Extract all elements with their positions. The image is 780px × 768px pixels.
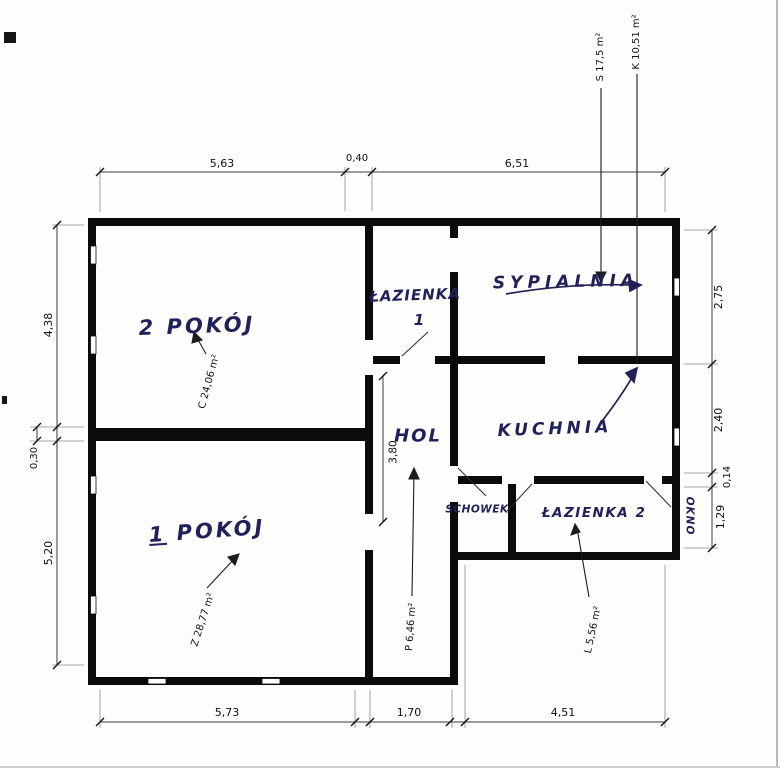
ink-arrows — [505, 278, 643, 426]
room2-number: 2 — [138, 315, 157, 341]
dim-left-upper: 4,38 — [42, 312, 56, 338]
dim-right-4: 1,29 — [714, 504, 728, 530]
dim-left-lower: 5,20 — [42, 540, 56, 566]
wall-mid-a — [373, 356, 400, 364]
window-icon — [147, 678, 167, 685]
arrowhead-icon — [191, 330, 204, 344]
room2-label: 2 POKÓJ — [138, 311, 256, 341]
wall-top — [88, 218, 680, 226]
arrowhead-icon — [227, 553, 240, 567]
dim-top-middle: 0,40 — [345, 152, 369, 164]
scan-artifact — [4, 32, 16, 43]
bath1-number: 1 — [413, 311, 425, 330]
door-swing-kitchen — [457, 467, 487, 497]
dimension-lines — [36, 171, 713, 723]
dim-bottom-right: 4,51 — [550, 706, 576, 720]
window-okno-label: OKNO — [683, 496, 696, 536]
arrowhead-icon — [624, 366, 639, 384]
wall-room-divider — [96, 428, 365, 441]
arrowhead-icon — [408, 466, 420, 480]
arrowhead-icon — [595, 271, 607, 284]
door-swing-lines — [401, 331, 672, 512]
wall-mid-b — [435, 356, 545, 364]
window-icon — [90, 335, 97, 355]
window-icon — [673, 277, 680, 297]
hall-label: HOL — [394, 425, 442, 447]
door-swing-bath1 — [401, 331, 429, 357]
dim-right-2: 2,40 — [712, 407, 726, 433]
dim-right-3: 0,14 — [721, 465, 733, 489]
open-window-leaf — [645, 480, 672, 508]
kitchen-area-note: K 10,51 m² — [630, 14, 642, 70]
dim-left-wall: 0,30 — [28, 446, 40, 470]
closet-label: SCHOWEK — [445, 503, 509, 516]
dim-top-left: 5,63 — [209, 157, 235, 171]
bath2-label: ŁAZIENKA 2 — [541, 504, 647, 521]
window-icon — [261, 678, 281, 685]
door-swing-bath2 — [506, 483, 533, 512]
leader-bath2-area — [576, 527, 590, 598]
wall-closet-bath2 — [508, 484, 516, 552]
scan-edge-bottom — [0, 766, 780, 768]
dim-bottom-left: 5,73 — [214, 706, 240, 720]
wall-kitchen-a — [458, 476, 502, 484]
wall-east-a — [450, 218, 458, 238]
wall-right — [672, 218, 680, 560]
wall-east-c — [450, 502, 458, 552]
annotation-lines — [191, 74, 638, 598]
window-icon — [90, 475, 97, 495]
room1-number: 1 — [147, 521, 168, 548]
arrowhead-icon — [570, 522, 581, 536]
scan-edge-right — [776, 0, 778, 768]
ink-arrow-bedroom — [505, 283, 633, 295]
wall-centre-b — [365, 375, 373, 514]
window-icon — [90, 595, 97, 615]
wall-east-b — [450, 272, 458, 466]
window-notches — [90, 245, 680, 685]
wall-mid-c — [578, 356, 672, 364]
wall-centre-c — [365, 550, 373, 685]
leader-room1-area — [206, 556, 237, 589]
dim-bottom-middle: 1,70 — [396, 706, 422, 720]
extension-lines — [30, 167, 718, 728]
bedroom-label: SYPIALNIA — [492, 270, 640, 294]
wall-rightblock-bottom — [450, 552, 680, 560]
wall-hall-right-lower — [450, 552, 458, 685]
room2-name: POKÓJ — [166, 311, 256, 340]
kitchen-label: KUCHNIA — [497, 417, 613, 442]
arrowhead-icon — [628, 278, 643, 293]
wall-centre-a — [365, 218, 373, 340]
dimension-ticks — [32, 167, 717, 727]
window-icon — [90, 245, 97, 265]
bedroom-area-note: S 17,5 m² — [594, 32, 606, 82]
dim-top-right: 6,51 — [504, 157, 530, 171]
bath1-label: ŁAZIENKA — [368, 284, 462, 306]
dim-right-1: 2,75 — [712, 284, 726, 310]
scan-artifact — [2, 396, 7, 404]
leader-hall-area — [411, 471, 415, 597]
window-icon — [673, 427, 680, 447]
dim-hall-length: 3,80 — [387, 440, 400, 464]
wall-kitchen-b — [534, 476, 644, 484]
wall-left — [88, 218, 96, 685]
wall-kitchen-c — [662, 476, 672, 484]
